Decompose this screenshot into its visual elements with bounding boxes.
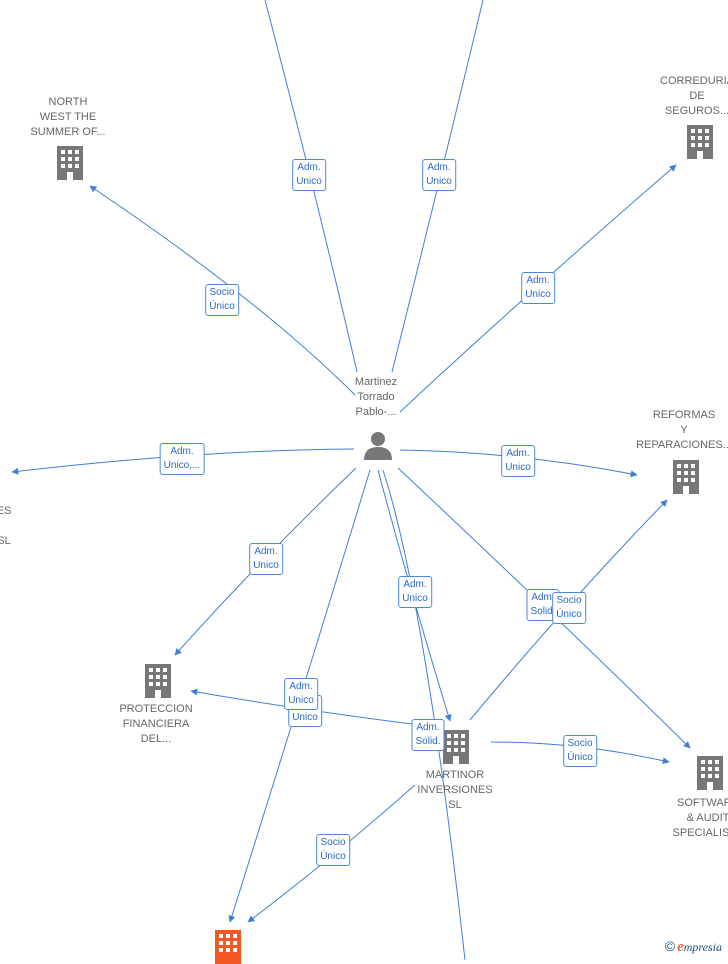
edge-label-socio-unico: Socio Único (563, 735, 597, 767)
copyright-symbol: © (664, 938, 676, 954)
edge-north-west (89, 185, 356, 396)
brand-footer[interactable]: ©empresia (665, 938, 722, 956)
edge-label-socio-unico: Socio Único (552, 592, 586, 624)
person-icon[interactable] (363, 430, 393, 465)
company-label-software[interactable]: SOFTWARE & AUDIT SPECIALISTS (672, 797, 728, 839)
company-label-correduria[interactable]: CORREDURIA DE SEGUROS... (660, 75, 728, 117)
brand-logo-text: mpresia (683, 940, 722, 954)
edge-martinor-b (382, 469, 466, 960)
edge-label-adm-unico: Adm. Unico (521, 272, 555, 304)
company-label-martinor[interactable]: MARTINOR INVERSIONES SL (417, 769, 493, 811)
building-icon[interactable] (671, 460, 701, 494)
edge-label-socio-unico: Socio Único (205, 284, 239, 316)
edge-label-adm-unico: Adm. Unico (292, 159, 326, 191)
building-icon[interactable] (143, 664, 173, 698)
edge-label-adm-unico: Adm. Unico (501, 445, 535, 477)
edge-label-socio-unico: Socio Único (316, 834, 350, 866)
company-label-left-partial[interactable]: ES SL (0, 505, 12, 547)
edge-label-adm-solid: Adm. Solid. (411, 719, 445, 751)
edge-label-adm-unico: Adm. Unico,... (159, 443, 205, 475)
building-icon[interactable] (441, 730, 471, 764)
person-label[interactable]: Martinez Torrado Pablo-... (354, 376, 398, 418)
edge-top-left (264, 0, 358, 373)
edge-label-adm-unico: Adm. Unico (284, 678, 318, 710)
company-label-north-west[interactable]: NORTH WEST THE SUMMER OF... (30, 96, 106, 138)
building-icon[interactable] (55, 146, 85, 180)
edge-label-adm-unico: Adm. Unico (422, 159, 456, 191)
company-label-proteccion[interactable]: PROTECCION FINANCIERA DEL... (119, 703, 193, 745)
building-icon[interactable] (695, 756, 725, 790)
edge-label-adm-unico: Adm. Unico (398, 576, 432, 608)
edge-label-adm-unico: Adm. Unico (249, 543, 283, 575)
highlighted-building-icon[interactable] (213, 930, 243, 964)
brand-logo-initial: e (677, 939, 684, 955)
building-icon[interactable] (685, 125, 715, 159)
company-label-reformas[interactable]: REFORMAS Y REPARACIONES... (636, 409, 728, 451)
